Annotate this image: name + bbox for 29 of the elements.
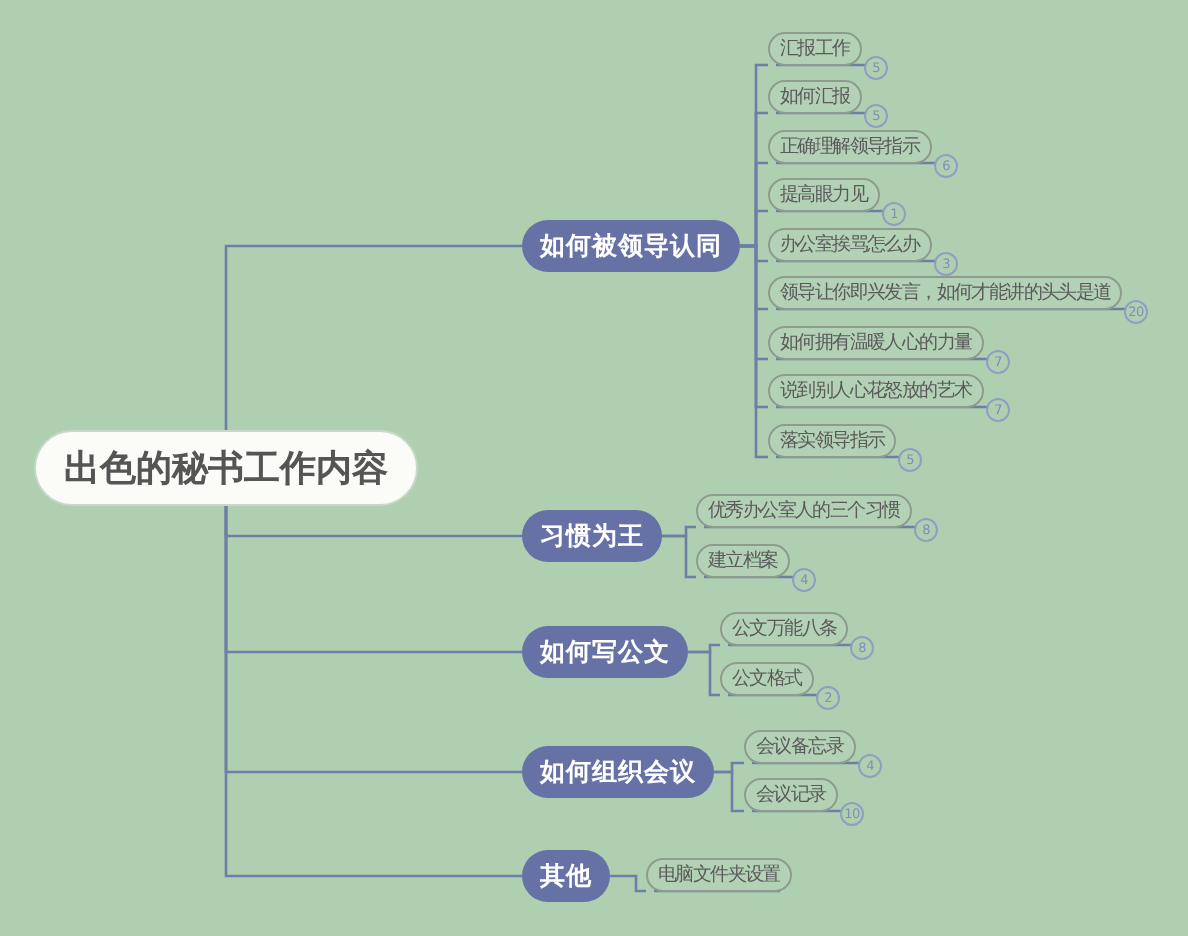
subtopic-box: 正确理解领导指示	[768, 130, 932, 164]
connector-line	[662, 534, 696, 579]
connector-line	[224, 244, 522, 430]
subtopic-box: 会议备忘录	[744, 730, 856, 764]
subtopic-box: 办公室挨骂怎么办	[768, 228, 932, 262]
connector-line	[740, 244, 768, 459]
subtopic-box: 提高眼力见	[768, 178, 880, 212]
topic-box: 其他	[522, 850, 610, 902]
subtopic-box: 公文万能八条	[720, 612, 849, 646]
subtopic-box: 如何拥有温暖人心的力量	[768, 326, 984, 360]
subtopic-box: 汇报工作	[768, 32, 862, 66]
subtopic-box: 优秀办公室人的三个习惯	[696, 494, 912, 528]
connector-line	[688, 650, 720, 697]
connector-line	[224, 506, 522, 878]
subtopic-box: 如何汇报	[768, 80, 862, 114]
connector-line	[714, 770, 744, 813]
subtopic-box: 领导让你即兴发言，如何才能讲的头头是道	[768, 276, 1123, 310]
topic-box: 如何组织会议	[522, 746, 714, 798]
subtopic-box: 落实领导指示	[768, 424, 897, 458]
central-topic: 出色的秘书工作内容	[34, 430, 418, 506]
subtopic-box: 会议记录	[744, 778, 838, 812]
topic-box: 如何被领导认同	[522, 220, 740, 272]
topic-box: 如何写公文	[522, 626, 688, 678]
subtopic-box: 建立档案	[696, 544, 790, 578]
subtopic-box: 公文格式	[720, 662, 814, 696]
connector-line	[610, 874, 646, 893]
subtopic-box: 电脑文件夹设置	[646, 858, 792, 892]
topic-box: 习惯为王	[522, 510, 662, 562]
subtopic-box: 说到别人心花怒放的艺术	[768, 374, 984, 408]
